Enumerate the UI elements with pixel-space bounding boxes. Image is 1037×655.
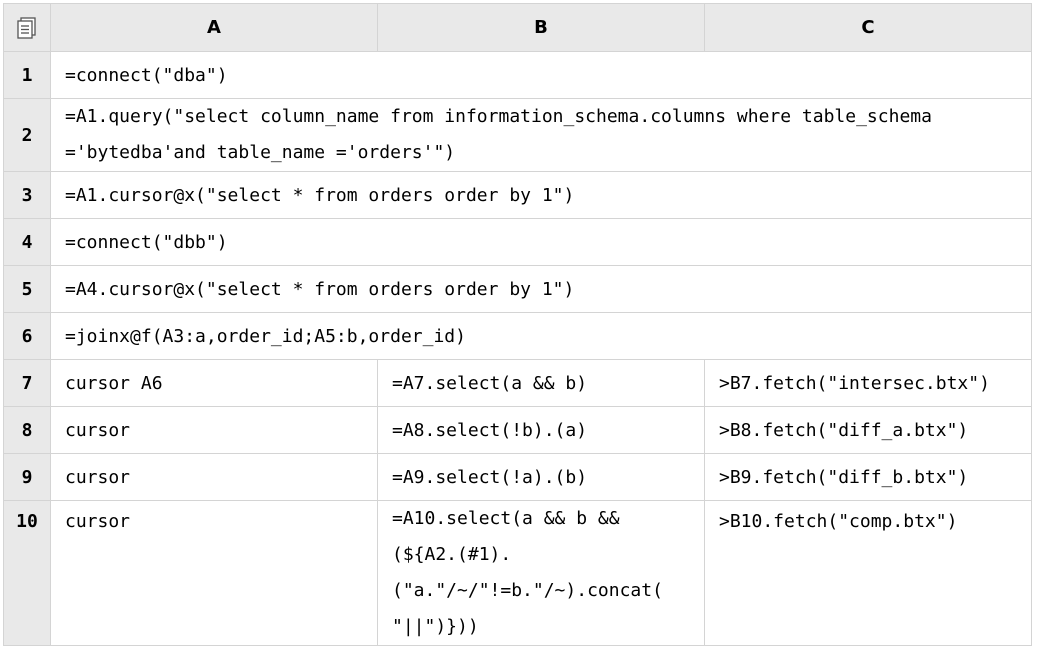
- column-header-row: A B C: [3, 3, 1032, 52]
- table-row: 8 cursor =A8.select(!b).(a) >B8.fetch("d…: [3, 406, 1032, 454]
- table-row: 7 cursor A6 =A7.select(a && b) >B7.fetch…: [3, 359, 1032, 407]
- table-row: 9 cursor =A9.select(!a).(b) >B9.fetch("d…: [3, 453, 1032, 501]
- select-all-corner[interactable]: [3, 3, 51, 52]
- cell-b8[interactable]: =A8.select(!b).(a): [377, 406, 705, 454]
- cell-b10[interactable]: =A10.select(a && b && (${A2.(#1). ("a."/…: [377, 500, 705, 646]
- cell-c7[interactable]: >B7.fetch("intersec.btx"): [704, 359, 1032, 407]
- sheet-menu-icon[interactable]: [17, 16, 37, 39]
- cell-c8[interactable]: >B8.fetch("diff_a.btx"): [704, 406, 1032, 454]
- table-row: 4 =connect("dbb"): [3, 218, 1032, 266]
- table-row: 3 =A1.cursor@x("select * from orders ord…: [3, 171, 1032, 219]
- cell-b9[interactable]: =A9.select(!a).(b): [377, 453, 705, 501]
- cell-a4[interactable]: =connect("dbb"): [50, 218, 1032, 266]
- table-row: 1 =connect("dba"): [3, 51, 1032, 99]
- cell-a2[interactable]: =A1.query("select column_name from infor…: [50, 98, 1032, 172]
- cell-a5[interactable]: =A4.cursor@x("select * from orders order…: [50, 265, 1032, 313]
- cell-a9[interactable]: cursor: [50, 453, 378, 501]
- row-header[interactable]: 2: [3, 98, 51, 172]
- column-header-c[interactable]: C: [704, 3, 1032, 52]
- cell-a10[interactable]: cursor: [50, 500, 378, 646]
- spreadsheet-grid: A B C 1 =connect("dba") 2 =A1.query("sel…: [3, 3, 1032, 646]
- row-header[interactable]: 1: [3, 51, 51, 99]
- column-header-a[interactable]: A: [50, 3, 378, 52]
- table-row: 2 =A1.query("select column_name from inf…: [3, 98, 1032, 172]
- cell-c10[interactable]: >B10.fetch("comp.btx"): [704, 500, 1032, 646]
- row-header[interactable]: 5: [3, 265, 51, 313]
- cell-a8[interactable]: cursor: [50, 406, 378, 454]
- table-row: 10 cursor =A10.select(a && b && (${A2.(#…: [3, 500, 1032, 646]
- cell-b7[interactable]: =A7.select(a && b): [377, 359, 705, 407]
- row-header[interactable]: 10: [3, 500, 51, 646]
- table-row: 6 =joinx@f(A3:a,order_id;A5:b,order_id): [3, 312, 1032, 360]
- table-row: 5 =A4.cursor@x("select * from orders ord…: [3, 265, 1032, 313]
- cell-c9[interactable]: >B9.fetch("diff_b.btx"): [704, 453, 1032, 501]
- row-header[interactable]: 9: [3, 453, 51, 501]
- cell-a7[interactable]: cursor A6: [50, 359, 378, 407]
- cell-a3[interactable]: =A1.cursor@x("select * from orders order…: [50, 171, 1032, 219]
- cell-a6[interactable]: =joinx@f(A3:a,order_id;A5:b,order_id): [50, 312, 1032, 360]
- row-header[interactable]: 8: [3, 406, 51, 454]
- row-header[interactable]: 4: [3, 218, 51, 266]
- row-header[interactable]: 7: [3, 359, 51, 407]
- row-header[interactable]: 6: [3, 312, 51, 360]
- column-header-b[interactable]: B: [377, 3, 705, 52]
- row-header[interactable]: 3: [3, 171, 51, 219]
- cell-a1[interactable]: =connect("dba"): [50, 51, 1032, 99]
